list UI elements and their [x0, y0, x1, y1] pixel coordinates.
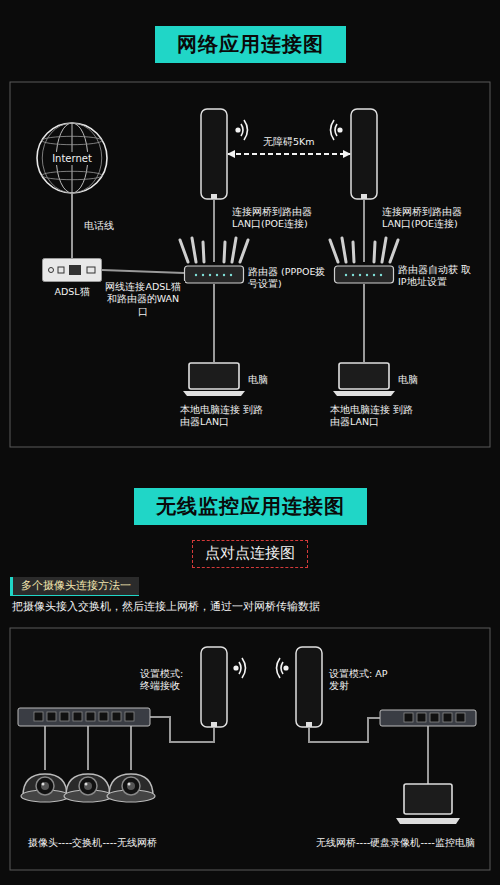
router-node: 路由器自动获 取IP地址设置	[334, 262, 394, 284]
node-label: 本地电脑连接 到路由器LAN口	[330, 404, 422, 429]
bridge-shape	[200, 646, 228, 728]
pc-node: 电脑本地电脑连接 到路由器LAN口	[186, 362, 242, 396]
router-shape	[184, 262, 244, 284]
band-node: 无线监控应用连接图	[134, 488, 367, 525]
node-label: 电脑	[398, 374, 438, 386]
adsl-node: ADSL猫	[42, 258, 102, 282]
pc-shape	[186, 362, 242, 396]
node-label: 多个摄像头连接方法一	[21, 579, 131, 593]
node-label: 电脑	[248, 374, 288, 386]
band-node: 网络应用连接图	[155, 26, 346, 63]
adsl-shape	[42, 258, 102, 282]
bridge-shape	[200, 108, 228, 200]
bridge-node: 设置模式: 终端接收	[200, 646, 228, 728]
pc-shape	[336, 362, 392, 396]
bridge-node: 设置模式: AP发射	[295, 646, 323, 728]
edge-label: 无障碍5Km	[261, 136, 317, 148]
router-antennas	[180, 238, 398, 262]
wifi-symbol	[234, 120, 342, 678]
bridge-node: 连接网桥到路由器 LAN口(POE连接)	[200, 108, 228, 200]
node-label: 设置模式: 终端接收	[140, 668, 196, 693]
connector	[71, 194, 73, 258]
edge-label: 网线连接ADSL猫 和路由器的WAN口	[101, 281, 185, 318]
dome-camera	[21, 774, 155, 802]
bridge-node: 连接网桥到路由器 LAN口(POE连接)	[350, 108, 378, 200]
panel-frame	[10, 82, 490, 870]
router-node: 路由器 (PPPOE拨号设置)	[184, 262, 244, 284]
node-label: 连接网桥到路由器 LAN口(POE连接)	[232, 206, 316, 231]
node-label: 连接网桥到路由器 LAN口(POE连接)	[382, 206, 466, 231]
node-label: ADSL猫	[32, 286, 112, 298]
edge-label: 电话线	[82, 220, 116, 232]
bridge-shape	[295, 646, 323, 728]
cable	[45, 717, 428, 784]
node-label: 点对点连接图	[205, 544, 295, 564]
connector	[363, 284, 365, 362]
network-switch	[18, 708, 150, 726]
monitor-laptop	[396, 784, 460, 824]
connector	[228, 153, 350, 155]
description-text: 把摄像头接入交换机，然后连接上网桥，通过一对网桥传输数据	[12, 600, 320, 614]
globe-node: Internet	[36, 122, 108, 194]
node-label: 网络应用连接图	[177, 32, 324, 57]
node-label: 设置模式: AP发射	[329, 668, 391, 693]
pc-node: 电脑本地电脑连接 到路由器LAN口	[336, 362, 392, 396]
bridge-shape	[350, 108, 378, 200]
connector	[213, 200, 215, 262]
node-label: 路由器 (PPPOE拨号设置)	[248, 266, 328, 291]
node-label: 本地电脑连接 到路由器LAN口	[180, 404, 272, 429]
router-shape	[334, 262, 394, 284]
chain-caption: 摄像头----交换机----无线网桥	[28, 836, 157, 849]
tab-node: 多个摄像头连接方法一	[10, 577, 139, 596]
node-label: 无线监控应用连接图	[156, 494, 345, 519]
connector	[102, 270, 184, 273]
chain-caption: 无线网桥----硬盘录像机----监控电脑	[316, 836, 475, 849]
node-label: Internet	[50, 152, 94, 165]
node-label: 路由器自动获 取IP地址设置	[398, 264, 472, 289]
connector	[363, 200, 365, 262]
dash-node: 点对点连接图	[192, 540, 308, 568]
video-recorder	[380, 710, 476, 726]
connector	[213, 284, 215, 362]
